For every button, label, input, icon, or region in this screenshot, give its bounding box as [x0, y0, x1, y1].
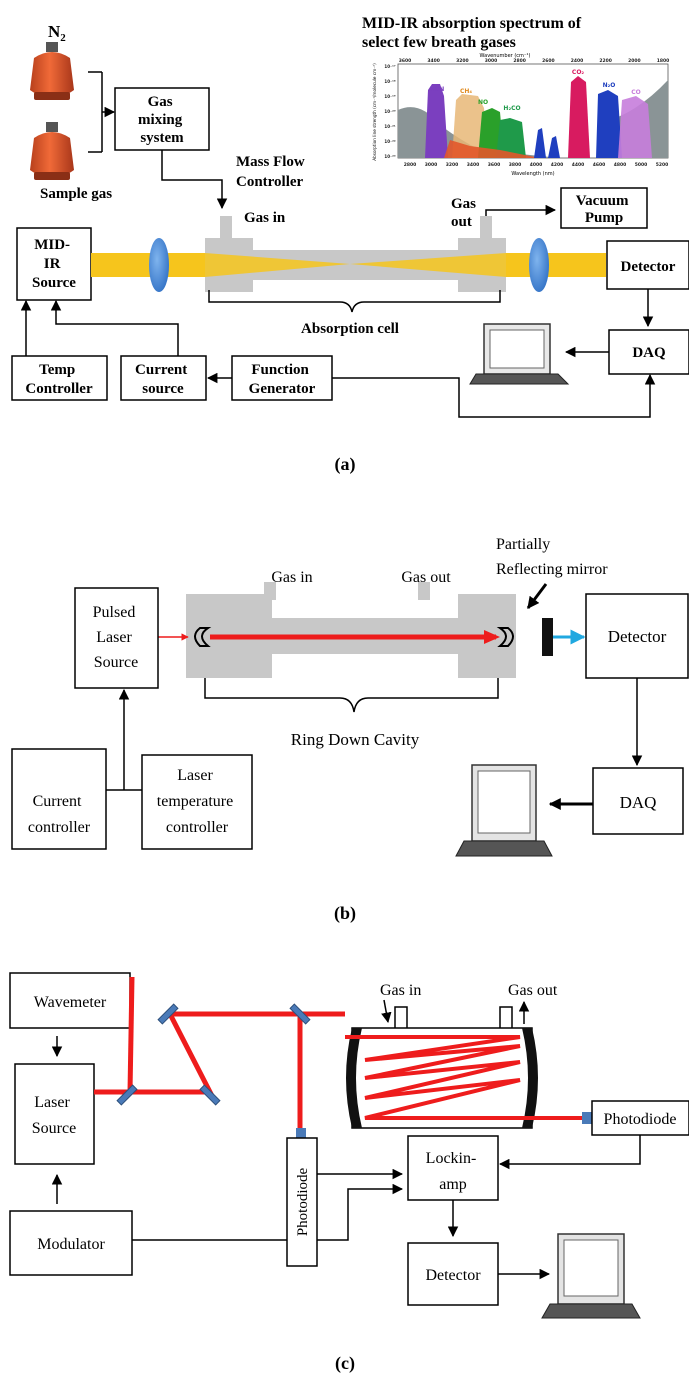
spectrum-bottom-tick: 4000 [530, 162, 543, 168]
spectrum-gas-label: CO [631, 89, 641, 96]
spectrum-top-tick: 2800 [513, 58, 526, 64]
panel-a: N2 Sample gas Gas mixing system Mass [12, 15, 689, 475]
photodiode-sensor-vertical [296, 1128, 306, 1138]
multipass-cell [346, 1007, 538, 1128]
spectrum-bottom-tick: 3600 [488, 162, 501, 168]
spectrum-top-ticks: 3600 3400 3200 3000 2800 2600 2400 2200 2000 1800 [399, 58, 670, 64]
sample-gas-label: Sample gas [40, 186, 112, 202]
spectrum-top-tick: 2200 [599, 58, 612, 64]
spectrum-bottom-tick: 3800 [509, 162, 522, 168]
spectrum-bottom-tick: 4400 [572, 162, 585, 168]
gas-in-label-a: Gas in [244, 210, 286, 226]
spectrum-gas-label: CO₂ [572, 69, 585, 76]
spectrum-inset: MID-IR absorption spectrum of select few… [362, 15, 669, 177]
spectrum-top-tick: 2000 [628, 58, 641, 64]
gas-in-label-b: Gas in [271, 569, 312, 586]
ring-down-cavity-label: Ring Down Cavity [291, 730, 420, 749]
spectrum-bottom-tick: 3400 [467, 162, 480, 168]
spectrum-gas-label: NO [478, 99, 488, 106]
band-co [618, 96, 652, 158]
spectrum-top-tick: 3000 [485, 58, 498, 64]
spectrum-y-tick: 10⁻²³ [384, 154, 395, 159]
ring-down-cavity [186, 582, 516, 678]
spectrum-bottom-tick: 4800 [614, 162, 627, 168]
spectrum-y-tick: 10⁻²² [384, 139, 395, 144]
mass-flow-controller-label: Mass Flow Controller [236, 154, 309, 190]
spectrum-bottom-tick: 5200 [656, 162, 669, 168]
daq-label-a: DAQ [632, 345, 666, 361]
spectrum-bottom-tick: 5000 [635, 162, 648, 168]
gas-in-label-c: Gas in [380, 982, 421, 999]
photodiode-sensor-right [582, 1112, 592, 1124]
panel-b: Gas in Gas out Partially Reflecting mirr… [12, 536, 688, 924]
daq-label-b: DAQ [620, 793, 657, 812]
pulsed-laser-label: Pulsed Laser Source [93, 604, 140, 671]
spectrum-y-tick: 10⁻¹⁹ [384, 94, 395, 99]
photodiode-vertical-label: Photodiode [295, 1167, 311, 1236]
photodiode-right-to-lockin-arrow [500, 1135, 640, 1164]
photodiode-right-label: Photodiode [604, 1111, 677, 1128]
gas-out-label-c: Gas out [508, 982, 558, 999]
detector-label-a: Detector [621, 259, 676, 275]
spectrum-bottom-axis-label: Wavelength (nm) [511, 171, 554, 177]
spectrum-title: MID-IR absorption spectrum of select few… [362, 15, 585, 51]
spectrum-y-tick: 10⁻²⁰ [384, 109, 395, 114]
spectrum-bottom-tick: 4200 [551, 162, 564, 168]
n2-label: N2 [48, 22, 66, 44]
caption-b: (b) [334, 903, 356, 924]
lens-left-icon [149, 238, 169, 292]
spectrum-bottom-ticks: 2800 3000 3200 3400 3600 3800 4000 4200 4400 4600… [404, 162, 669, 168]
spectrum-gas-label: H₂CO [503, 105, 520, 112]
n2-cylinder-icon [30, 42, 74, 100]
sample-gas-cylinder-icon [30, 122, 74, 180]
spectrum-y-tick: 10⁻²¹ [384, 124, 395, 129]
gas-out-arrow [486, 210, 555, 216]
spectrum-y-tick: 10⁻¹⁸ [384, 79, 395, 84]
current-to-source-arrow [56, 301, 178, 356]
gas-out-label-a: Gas out [451, 196, 480, 230]
detector-label-b: Detector [608, 627, 667, 646]
spectrum-bottom-tick: 2800 [404, 162, 417, 168]
partial-reflector [542, 618, 553, 656]
lens-right-icon [529, 238, 549, 292]
caption-c: (c) [335, 1353, 355, 1374]
spectrum-bottom-tick: 3000 [425, 162, 438, 168]
spectrum-bottom-tick: 4600 [593, 162, 606, 168]
mirror-pointer-arrow [528, 584, 546, 608]
ring-down-brace [205, 678, 498, 712]
spectrum-top-tick: 1800 [657, 58, 670, 64]
laser-beam-paths-c [94, 977, 345, 1135]
partially-reflecting-mirror-label: Partially Reflecting mirror [496, 536, 608, 578]
laptop-icon-b [456, 765, 552, 856]
spectrum-gas-label: HCN [430, 86, 444, 93]
mfc-flow-arrow [162, 150, 222, 208]
laser-source-box-c [15, 1064, 94, 1164]
absorption-cell-brace [209, 290, 500, 312]
panel-c: Wavemeter Laser Source Modulator [10, 973, 689, 1374]
wavemeter-label: Wavemeter [34, 994, 107, 1011]
laptop-icon-c [542, 1234, 640, 1318]
band-n2o [596, 90, 622, 158]
detector-label-c: Detector [425, 1267, 481, 1284]
cylinder-bracket [88, 72, 114, 152]
spectrum-gas-label: N₂O [603, 82, 616, 89]
spectrum-top-tick: 2600 [542, 58, 555, 64]
laptop-icon-a [470, 324, 568, 384]
spectrum-y-axis-label: Absorption line strength (cm⁻¹/molecule … [372, 63, 377, 161]
spectrum-top-tick: 3400 [427, 58, 440, 64]
spectrum-y-tick: 10⁻¹⁷ [384, 64, 395, 69]
spectrum-y-ticks: 10⁻¹⁷ 10⁻¹⁸ 10⁻¹⁹ 10⁻²⁰ 10⁻²¹ 10⁻²² 10⁻²³ [384, 64, 395, 159]
spectrum-top-tick: 2400 [571, 58, 584, 64]
spectrum-bottom-tick: 3200 [446, 162, 459, 168]
modulator-to-lockin-arrow [132, 1189, 402, 1240]
absorption-cell-label: Absorption cell [301, 321, 399, 337]
gas-in-arrow-c [384, 1000, 388, 1022]
spectrum-top-tick: 3200 [456, 58, 469, 64]
caption-a: (a) [335, 454, 356, 475]
spectrum-gas-label: CH₄ [460, 88, 472, 95]
spectrum-top-tick: 3600 [399, 58, 412, 64]
modulator-label: Modulator [37, 1236, 105, 1253]
